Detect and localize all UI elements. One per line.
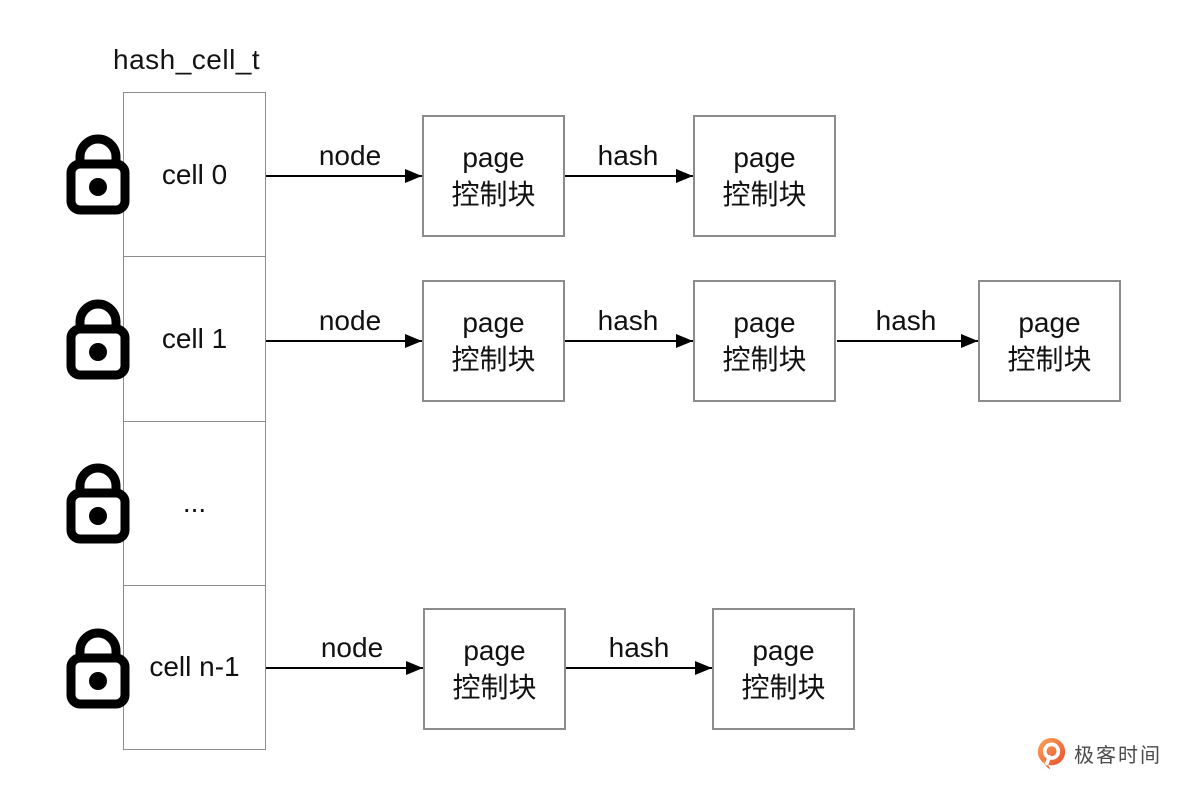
edge-label-hash: hash [875, 305, 937, 336]
page-block: page 控制块 [422, 115, 565, 237]
page-block: page 控制块 [423, 608, 566, 730]
geektime-logo-icon [1037, 738, 1066, 770]
page-block-line2: 控制块 [1007, 344, 1092, 375]
arrowhead-icon [961, 333, 978, 348]
hash-arrow [565, 333, 693, 348]
edge-label-node: node [318, 140, 382, 171]
page-block: page 控制块 [978, 280, 1121, 402]
page-block: page 控制块 [693, 115, 836, 237]
page-block-line2: 控制块 [452, 672, 537, 703]
hash-cell-n-1: cell n-1 [124, 586, 265, 749]
lock-icon [66, 628, 130, 709]
arrowhead-icon [676, 333, 693, 348]
page-block-line2: 控制块 [722, 344, 807, 375]
page-block-line2: 控制块 [741, 672, 826, 703]
hash-arrow [566, 660, 712, 675]
arrowhead-icon [405, 333, 422, 348]
page-block-line2: 控制块 [451, 344, 536, 375]
arrowhead-icon [405, 168, 422, 183]
page-block-line1: page [733, 142, 796, 173]
cell-label: cell 1 [161, 322, 228, 354]
page-block-line1: page [752, 635, 815, 666]
arrowhead-icon [695, 660, 712, 675]
page-block: page 控制块 [693, 280, 836, 402]
geektime-logo: 极客时间 [1036, 737, 1162, 770]
geektime-logo-text: 极客时间 [1074, 745, 1162, 767]
hash-arrow [837, 333, 978, 348]
page-block-line2: 控制块 [451, 179, 536, 210]
lock-icon [66, 299, 130, 380]
page-block-line1: page [1018, 307, 1081, 338]
arrowhead-icon [406, 660, 423, 675]
lock-icon [66, 134, 130, 215]
page-block-line1: page [462, 142, 525, 173]
edge-label-node: node [318, 305, 382, 336]
diagram-title: hash_cell_t [113, 44, 261, 75]
hash-cell-1: cell 1 [124, 257, 265, 422]
node-arrow [266, 333, 422, 348]
edge-label-node: node [320, 632, 384, 663]
edge-label-hash: hash [597, 140, 659, 171]
edge-label-hash: hash [608, 632, 670, 663]
cell-label: cell 0 [161, 158, 228, 190]
page-block-line1: page [463, 635, 526, 666]
hash-cell-0: cell 0 [124, 93, 265, 258]
page-block: page 控制块 [422, 280, 565, 402]
cell-label: ... [182, 487, 207, 519]
lock-icon [66, 463, 130, 544]
arrowhead-icon [676, 168, 693, 183]
cell-label: cell n-1 [149, 651, 240, 683]
page-block-line1: page [733, 307, 796, 338]
node-arrow [266, 168, 422, 183]
page-block-line2: 控制块 [722, 179, 807, 210]
page-block-line1: page [462, 307, 525, 338]
page-block: page 控制块 [712, 608, 855, 730]
node-arrow [266, 660, 423, 675]
hash-arrow [565, 168, 693, 183]
hash-table: cell 0 cell 1 ... cell n-1 [123, 92, 266, 750]
hash-cell-ellipsis: ... [124, 422, 265, 586]
edge-label-hash: hash [597, 305, 659, 336]
